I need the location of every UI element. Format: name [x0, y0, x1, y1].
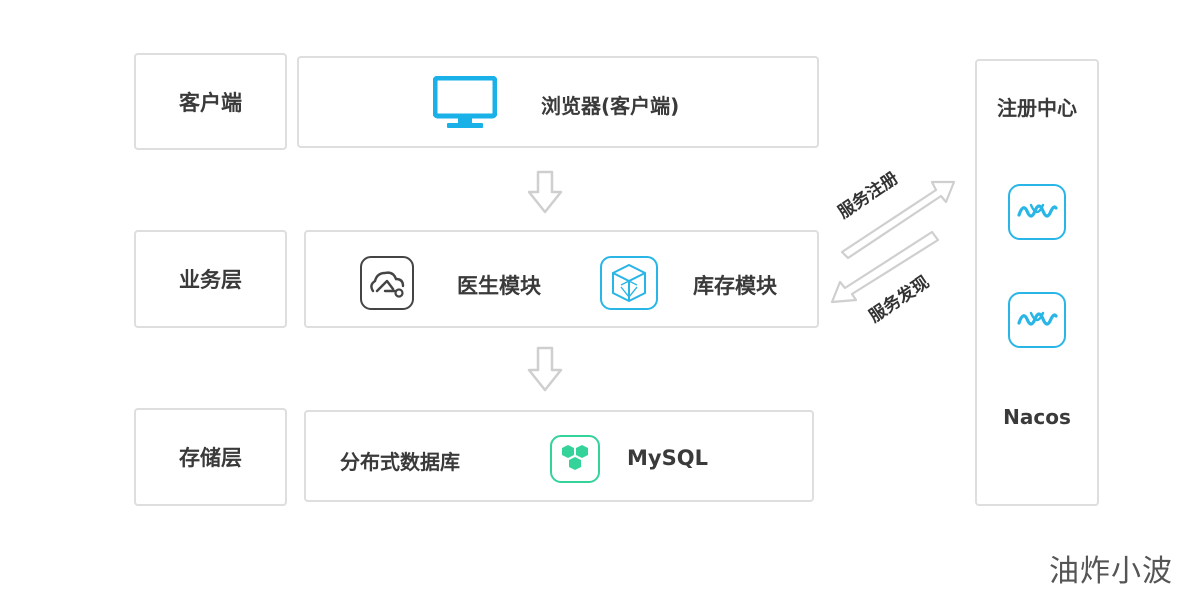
- registry-title: 注册中心: [997, 96, 1077, 120]
- mysql-icon: [549, 434, 601, 488]
- doctor-module-label: 医生模块: [457, 274, 541, 298]
- nacos-label: Nacos: [1003, 405, 1071, 429]
- register-arrow-icon: [840, 180, 956, 260]
- client-row-box: 浏览器(客户端): [297, 56, 819, 148]
- business-layer-label: 业务层: [179, 268, 242, 292]
- doctor-module-icon: [359, 255, 415, 315]
- client-layer-box: 客户端: [134, 53, 287, 150]
- inventory-module-label: 库存模块: [693, 274, 777, 298]
- distributed-db-label: 分布式数据库: [340, 450, 460, 474]
- down-arrow-icon: [527, 170, 563, 214]
- nacos-icon: [1007, 291, 1067, 353]
- watermark: 油炸小波: [1049, 554, 1173, 589]
- monitor-icon: [432, 75, 498, 134]
- business-row-box: 医生模块 库存模块: [304, 230, 819, 328]
- down-arrow-icon: [527, 346, 563, 392]
- client-layer-label: 客户端: [179, 90, 242, 115]
- storage-layer-box: 存储层: [134, 408, 287, 506]
- browser-label: 浏览器(客户端): [541, 94, 680, 118]
- mysql-label: MySQL: [627, 446, 708, 470]
- storage-row-box: 分布式数据库 MySQL: [304, 410, 814, 502]
- storage-layer-label: 存储层: [179, 446, 242, 470]
- nacos-icon: [1007, 183, 1067, 245]
- business-layer-box: 业务层: [134, 230, 287, 328]
- registry-box: 注册中心 Nacos: [975, 59, 1099, 506]
- inventory-module-icon: [599, 255, 659, 315]
- discover-arrow-icon: [830, 230, 940, 304]
